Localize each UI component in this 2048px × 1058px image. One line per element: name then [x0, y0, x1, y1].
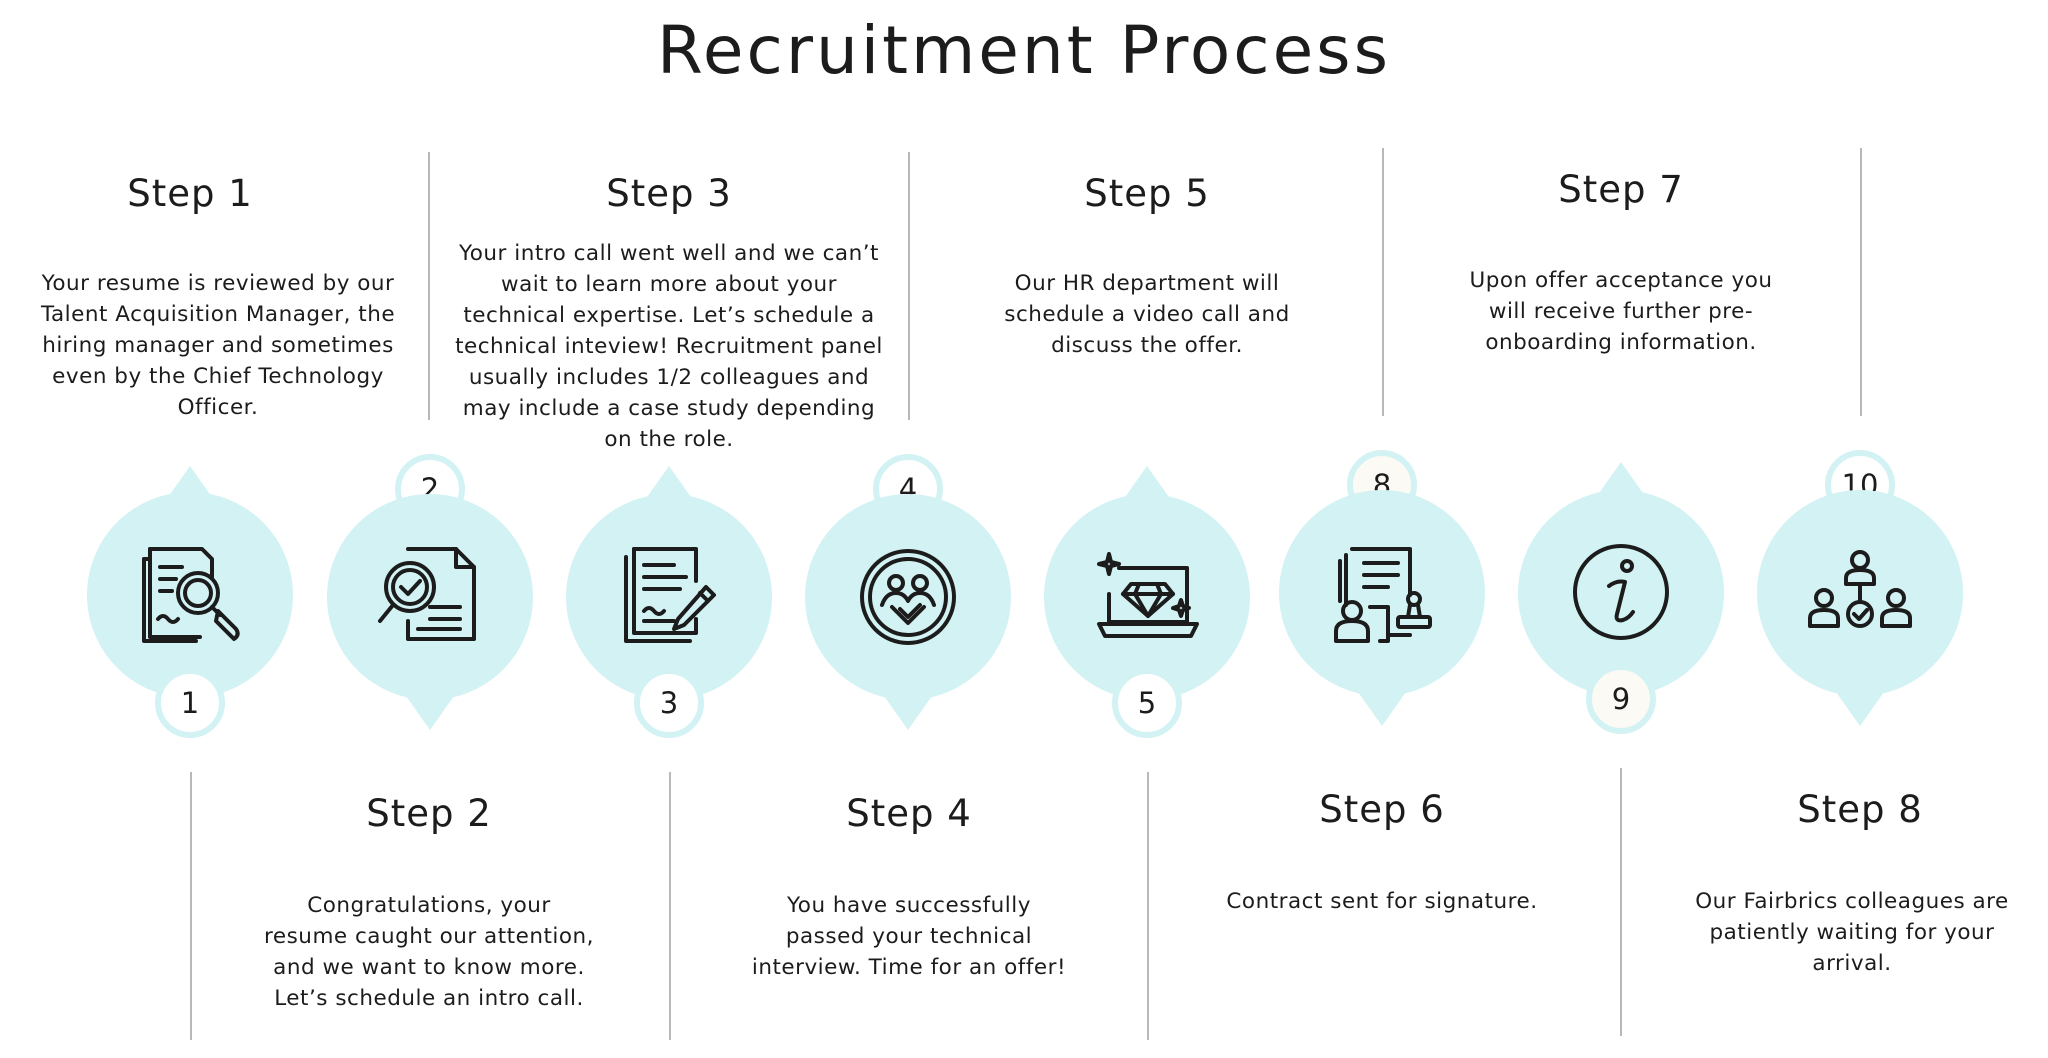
step-badge-3: 3	[634, 668, 704, 738]
document-sign-icon	[620, 545, 720, 645]
bubble-pointer	[884, 696, 932, 730]
step-7-heading: Step 7	[1558, 168, 1684, 211]
divider-line	[669, 772, 671, 1040]
document-check-icon	[374, 545, 486, 645]
step-5-heading: Step 5	[1084, 172, 1210, 215]
divider-line	[1382, 148, 1384, 416]
resume-search-icon	[140, 545, 244, 645]
team-check-icon	[1808, 548, 1912, 638]
step-6-heading: Step 6	[1319, 788, 1445, 831]
step-bubble-3	[566, 494, 772, 700]
bubble-pointer	[1358, 692, 1406, 726]
divider-line	[1620, 768, 1622, 1036]
divider-line	[428, 152, 430, 420]
step-badge-5: 5	[1112, 668, 1182, 738]
divider-line	[190, 772, 192, 1040]
bubble-pointer	[1836, 692, 1884, 726]
step-bubble-6	[1279, 490, 1485, 696]
step-bubble-4	[805, 494, 1011, 700]
laptop-diamond-icon	[1095, 548, 1201, 644]
step-6-text: Contract sent for signature.	[1226, 889, 1538, 914]
bubble-pointer	[406, 696, 454, 730]
step-8-heading: Step 8	[1797, 788, 1923, 831]
step-2-heading: Step 2	[366, 792, 492, 835]
divider-line	[1147, 772, 1149, 1040]
step-badge-9: 9	[1586, 664, 1656, 734]
step-3-heading: Step 3	[606, 172, 732, 215]
heart-people-icon	[858, 547, 958, 647]
step-bubble-1	[87, 492, 293, 698]
divider-line	[1860, 148, 1862, 416]
info-icon	[1571, 542, 1671, 642]
divider-line	[908, 152, 910, 420]
step-1-heading: Step 1	[127, 172, 253, 215]
contract-stamp-icon	[1332, 545, 1438, 645]
step-4-heading: Step 4	[846, 792, 972, 835]
step-badge-1: 1	[155, 668, 225, 738]
page-title: Recruitment Process	[657, 12, 1391, 89]
step-bubble-5	[1044, 494, 1250, 700]
